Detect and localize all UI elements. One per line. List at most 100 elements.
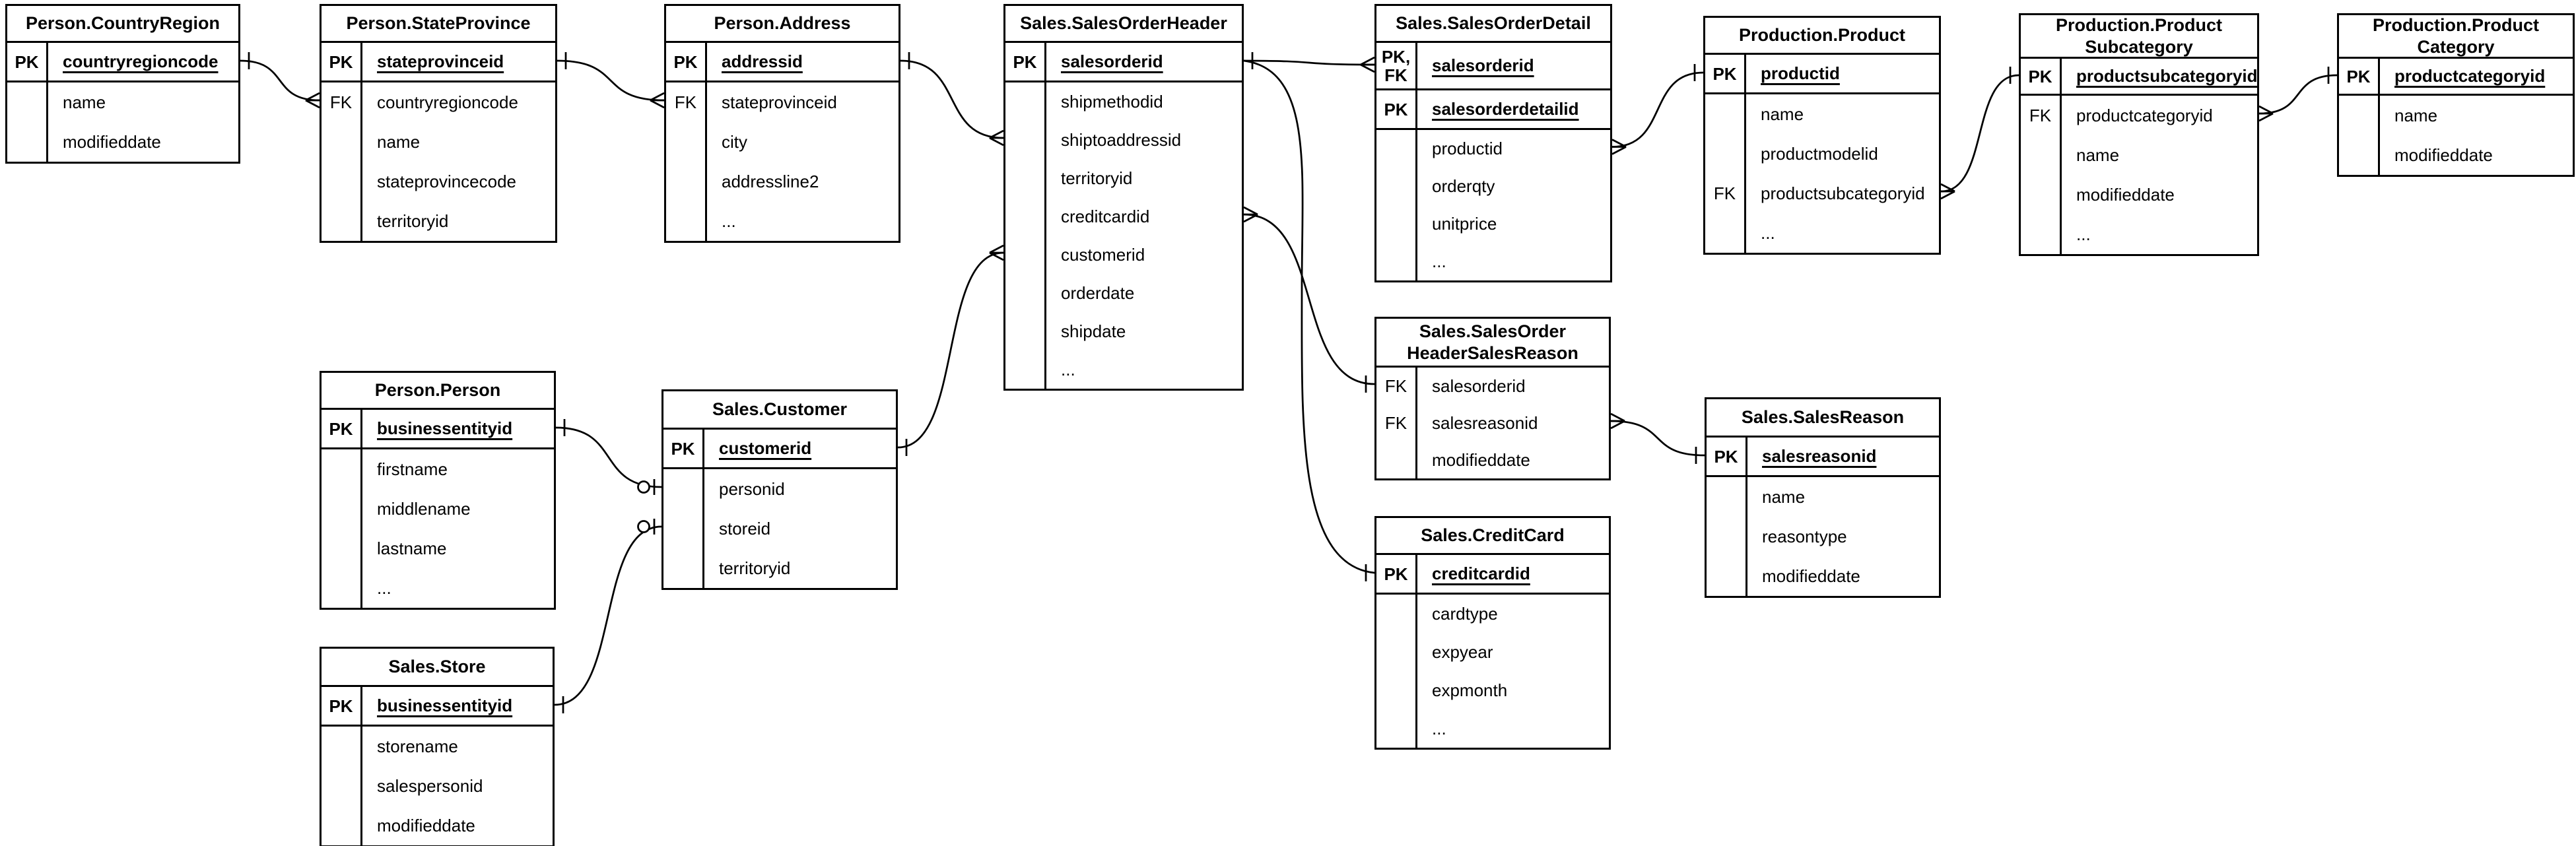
column-row-person-middlename: middlename [322,489,554,529]
relationship-productsubcategory-productcategory [2258,74,2338,115]
column-name: orderdate [1061,282,1135,303]
entity-title-productcategory: Production.Product Category [2339,15,2573,59]
entity-title-salesreason: Sales.SalesReason [1707,399,1939,438]
key-tag: PK, FK [1376,43,1417,88]
column-row-product-: ... [1705,213,1939,253]
key-tag-empty [1376,595,1417,633]
column-name: salesreasonid [1432,412,1538,433]
column-row-salesorderdetail-unitprice: unitprice [1376,205,1610,243]
key-tag: FK [1376,405,1417,441]
column-name: storeid [719,518,771,538]
key-tag-empty [322,529,362,568]
entity-title-stateprovince: Person.StateProvince [322,6,555,43]
column-row-person-lastname: lastname [322,529,554,568]
column-name: city [722,131,747,152]
key-tag: PK [1005,43,1046,81]
column-row-stateprovince-stateprovincecode: stateprovincecode [322,162,555,201]
key-tag: PK [1376,555,1417,593]
key-tag-empty [322,449,362,489]
column-row-person-: ... [322,568,554,608]
key-tag-empty [1707,556,1747,596]
column-name: customerid [1061,244,1145,265]
key-tag-empty [1376,671,1417,709]
column-name: modifieddate [2076,184,2175,205]
column-name: productsubcategoryid [2076,66,2258,86]
key-tag: FK [322,82,362,122]
relationship-salesorderheader-sohsalesreason [1242,213,1376,385]
entity-title-product: Production.Product [1705,18,1939,55]
key-tag-empty [2021,214,2062,254]
column-name: stateprovinceid [377,51,504,71]
key-tag-empty [1005,121,1046,159]
relationship-address-salesorderheader [899,59,1005,139]
key-tag-empty [666,162,707,201]
column-row-sohsalesreason-salesreasonid: FK salesreasonid [1376,405,1609,441]
column-row-creditcard-: ... [1376,709,1609,748]
column-row-salesorderheader-creditcardid: creditcardid [1005,197,1242,236]
column-name: name [2076,145,2120,165]
column-row-address-city: city [666,122,898,162]
key-tag-empty [322,568,362,608]
key-tag-empty [1376,709,1417,748]
column-row-salesreason-name: name [1707,477,1939,517]
column-name: territoryid [719,558,791,578]
column-row-creditcard-cardtype: cardtype [1376,595,1609,633]
entity-title-customer: Sales.Customer [663,391,896,430]
column-name: stateprovinceid [722,92,837,112]
column-row-address-: ... [666,201,898,241]
cardinality-zeroone-customer [637,519,656,535]
cardinality-many-stateprovince [305,92,320,109]
column-name: expmonth [1432,680,1508,700]
column-name: shipmethodid [1061,91,1163,112]
key-tag-empty [1376,205,1417,243]
relationship-sohsalesreason-salesreason [1610,420,1706,457]
column-name: modifieddate [377,815,475,835]
column-name: name [63,92,106,112]
column-name: modifieddate [2394,145,2493,165]
column-name: productid [1432,139,1503,158]
key-tag-empty [1376,168,1417,205]
column-row-sohsalesreason-modifieddate: modifieddate [1376,441,1609,478]
key-tag-empty [322,201,362,241]
cardinality-many-salesorderheader [1243,206,1258,223]
column-row-product-name: name [1705,94,1939,134]
column-row-creditcard-expyear: expyear [1376,633,1609,671]
column-row-salesorderheader-orderdate: orderdate [1005,274,1242,312]
entity-title-address: Person.Address [666,6,898,43]
key-tag: PK [1376,90,1417,128]
key-tag-empty [1376,243,1417,280]
key-tag-empty [663,548,704,588]
relationship-stateprovince-address [556,59,665,102]
column-name: expyear [1432,641,1493,662]
column-name: ... [1432,251,1446,271]
key-tag: PK [322,687,362,725]
column-row-salesorderdetail-productid: productid [1376,130,1610,168]
column-name: name [2394,105,2438,125]
entity-title-person: Person.Person [322,373,554,410]
entity-title-productsubcategory: Production.Product Subcategory [2021,15,2257,59]
relationship-product-productsubcategory [1940,74,2020,193]
key-tag-empty [1705,94,1746,134]
key-tag-empty [2021,135,2062,175]
